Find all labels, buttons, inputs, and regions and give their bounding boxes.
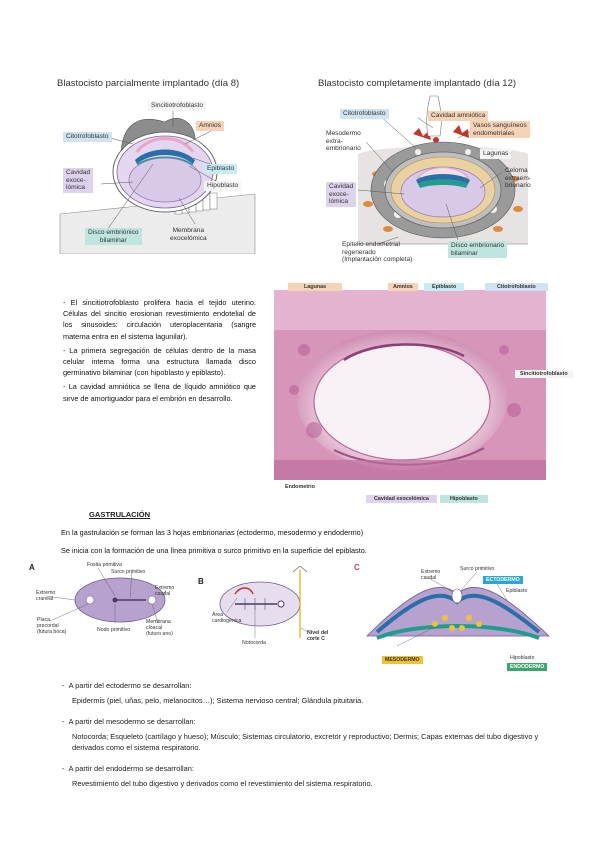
panel-c-label-extremo: Extremo caudal — [421, 569, 441, 581]
panel-c-label-surco: Surco primitivo — [460, 566, 495, 572]
fig1-label-disco: Disco embriónico bilaminar — [85, 228, 142, 245]
fig2-label-mesodermo: Mesodermo extra- embrionario — [326, 130, 361, 152]
derivatives-list: - A partir del ectodermo se desarrollan:… — [62, 681, 548, 789]
fig1-label-cavidad: Cavidad exoce- lómica — [63, 168, 94, 193]
fig2-label-vasos: Vasos sanguíneos endometriales — [470, 121, 530, 138]
panel-a-label-membrana: Membrana cloacal (futuro ano) — [146, 619, 173, 637]
fig1-label-epiblasto: Epiblasto — [204, 164, 238, 174]
micro-label-cavidad: Cavidad exocelómica — [366, 495, 437, 503]
fig2-label-celoma: Celoma extraem- brionario — [505, 167, 532, 189]
text-block: - El sincitiotrofoblasto prolifera hacia… — [63, 297, 256, 407]
fig1-label-citotrofoblasto: Citotrofoblasto — [63, 132, 112, 142]
panel-a-label-surco: Surco primitivo — [111, 569, 146, 575]
micro-label-epiblasto: Epiblasto — [424, 283, 465, 291]
panel-a-letter: A — [29, 563, 35, 572]
fig2-label-cavidad-amniotica: Cavidad amniótica — [428, 111, 489, 121]
micro-label-endometrio: Endometrio — [285, 484, 315, 490]
panel-b-label-area: Área cardiogénica — [212, 612, 242, 624]
panel-c-label-hipoblasto: Hipoblasto — [510, 655, 535, 661]
panel-a-label-nodo: Nodo primitivo — [97, 627, 131, 633]
panel-b-diagram — [219, 566, 309, 638]
panel-c-letter: C — [354, 563, 360, 572]
fig2-label-disco: Disco embrionario bilaminar — [448, 241, 508, 258]
panel-c-diagram — [366, 571, 551, 647]
panel-c-tag-mesodermo: MESODERMO — [382, 656, 423, 664]
list-item-ectodermo: - A partir del ectodermo se desarrollan:… — [62, 681, 548, 706]
panel-b-label-nivel: Nivel del corte C — [307, 630, 329, 642]
bullet-title-mesodermo: A partir del mesodermo se desarrollan: — [68, 717, 196, 726]
text-p1: - El sincitiotrofoblasto prolifera hacia… — [63, 298, 256, 341]
fig2-label-cavidad: Cavidad exoce- lómica — [326, 182, 357, 207]
fig2-title: Blastocisto completamente implantado (dí… — [318, 78, 517, 89]
fig2-label-citotrofoblasto: Citotrofoblasto — [340, 109, 389, 119]
fig1-label-hipoblasto: Hipoblasto — [204, 181, 242, 191]
panel-a-label-caudal: Extremo caudal — [155, 585, 175, 597]
micro-label-citotrofoblasto: Citotrofoblasto — [485, 283, 548, 291]
micrograph-image — [274, 290, 546, 480]
bullet-title-endodermo: A partir del endodermo se desarrollan: — [68, 764, 194, 773]
list-item-mesodermo: - A partir del mesodermo se desarrollan:… — [62, 717, 548, 753]
gastrulacion-line2: Se inicia con la formación de una línea … — [61, 546, 367, 555]
micro-label-sincitio: Sincitiotrofoblasto — [515, 370, 573, 378]
bullet-body-endodermo: Revestimiento del tubo digestivo y deriv… — [72, 779, 373, 788]
panel-a-label-craneal: Extremo craneal — [36, 590, 56, 602]
panel-c-label-epiblasto: Epiblasto — [506, 588, 528, 594]
micro-label-amnios: Amnios — [388, 283, 418, 291]
fig1-label-sincitio: Sincitiotrofoblasto — [148, 101, 207, 111]
text-p3: - La cavidad amniótica se llena de líqui… — [63, 382, 256, 403]
panel-b-letter: B — [198, 577, 204, 586]
fig2-label-lagunas: Lagunas — [480, 149, 512, 159]
fig2-diagram — [357, 95, 528, 245]
fig1-label-amnios: Amnios — [196, 121, 224, 131]
fig1-title: Blastocisto parcialmente implantado (día… — [57, 78, 240, 89]
panel-b-label-notocorda: Notocorda — [242, 640, 266, 646]
list-item-endodermo: - A partir del endodermo se desarrollan:… — [62, 764, 548, 789]
panel-a-label-placa: Placa precordal (futura boca) — [37, 617, 67, 635]
fig2-label-epitelio: Epitelio endometrial regenerado (Implant… — [342, 241, 413, 263]
bullet-body-mesodermo: Notocorda; Esqueleto (cartílago y hueso)… — [72, 732, 539, 752]
panel-a-diagram — [45, 567, 167, 624]
panel-c-tag-ectodermo: ECTODERMO — [483, 576, 523, 584]
panel-a-label-fosita: Fosita primitiva — [87, 562, 122, 568]
bullet-body-ectodermo: Epidermis (piel, uñas, pelo, melanocitos… — [72, 696, 364, 705]
text-p2: - La primera segregación de células dent… — [63, 345, 256, 378]
bullet-title-ectodermo: A partir del ectodermo se desarrollan: — [68, 681, 192, 690]
section-heading-gastrulacion: GASTRULACIÓN — [89, 510, 151, 519]
panel-c-tag-endodermo: ENDODERMO — [507, 663, 548, 671]
gastrulacion-line1: En la gastrulación se forman las 3 hojas… — [61, 528, 364, 537]
micro-label-hipoblasto: Hipoblasto — [440, 495, 488, 503]
micro-label-lagunas: Lagunas — [288, 283, 343, 291]
fig1-label-membrana: Membrana exocelómica — [170, 227, 207, 242]
